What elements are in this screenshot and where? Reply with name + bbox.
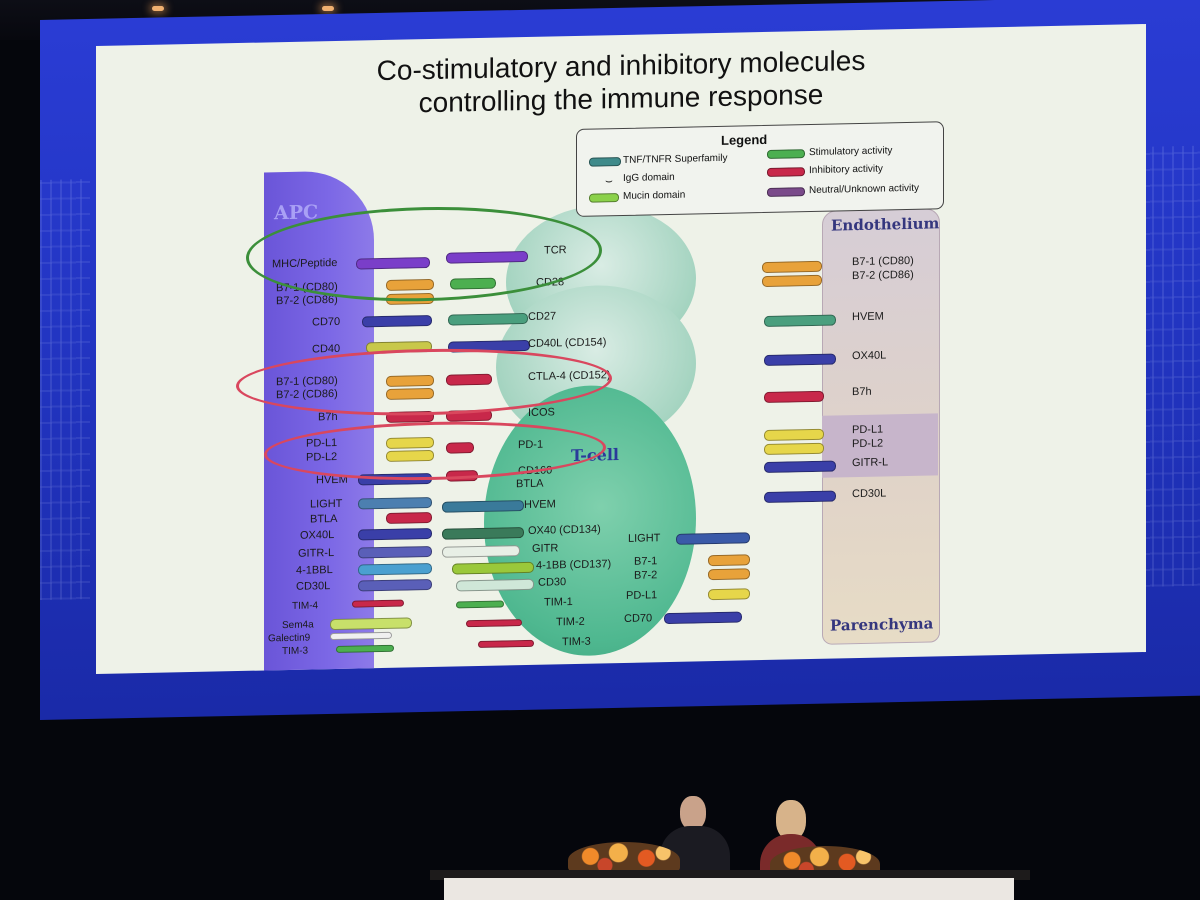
cd30-bar	[456, 578, 534, 592]
endothelium-label: Endothelium	[831, 214, 940, 235]
legend-title: Legend	[721, 131, 768, 148]
tnf-swatch	[589, 157, 621, 167]
light-bar	[358, 496, 432, 510]
tcell-label-cd40l: CD40L (CD154)	[528, 336, 607, 350]
inner-b71-bar	[708, 554, 750, 567]
tcell-label-btla: BTLA	[516, 477, 544, 491]
galectin9-bar	[330, 631, 392, 641]
endo-b71-bar	[762, 260, 822, 274]
endo-gitrl-bar	[764, 460, 836, 474]
endo-label-hvem: HVEM	[852, 310, 884, 324]
41bb-bar	[452, 561, 534, 575]
endo-label-pdl2: PD-L2	[852, 437, 884, 451]
apc-label-ox40l: OX40L	[300, 529, 335, 542]
presenter-female-head	[776, 800, 806, 840]
legend-item-igg: IgG domain	[623, 171, 675, 184]
cd27-bar	[448, 312, 528, 326]
legend-item-stimulatory: Stimulatory activity	[809, 145, 893, 159]
apc-label-btla: BTLA	[310, 512, 338, 526]
legend-item-mucin: Mucin domain	[623, 189, 686, 202]
legend-box: Legend TNF/TNFR Superfamily ⌣ IgG domain…	[576, 121, 944, 217]
tcell-label-cd30: CD30	[538, 576, 567, 589]
hvem-t-bar	[442, 500, 524, 513]
apc-label-cd70: CD70	[312, 315, 341, 329]
sem4a-bar	[330, 617, 412, 631]
41bbl-bar	[358, 562, 432, 576]
apc-label-sem4a: Sem4a	[282, 619, 314, 632]
presenter-male-head	[680, 796, 706, 830]
apc-label-light: LIGHT	[310, 497, 343, 511]
inner-label-b72: B7-2	[634, 569, 658, 582]
tim3-t-bar	[478, 639, 534, 648]
endo-label-b7h: B7h	[852, 385, 872, 399]
endo-label-cd30l: CD30L	[852, 487, 887, 501]
legend-item-inhibitory: Inhibitory activity	[809, 163, 883, 177]
tcell-label-icos: ICOS	[528, 406, 555, 419]
inner-label-pdl1: PD-L1	[626, 589, 658, 602]
screen-ornament-left	[40, 178, 90, 601]
apc-label-galectin9: Galectin9	[268, 632, 311, 645]
stimulatory-swatch	[767, 149, 805, 159]
mucin-swatch	[589, 193, 619, 203]
slide-title: Co-stimulatory and inhibitory molecules …	[96, 38, 1146, 126]
tcell-label-cd27: CD27	[528, 310, 557, 323]
inner-pdl1-bar	[708, 588, 750, 601]
tim1-bar	[456, 600, 504, 609]
btla-bar	[386, 511, 432, 524]
endo-b7h-bar	[764, 390, 824, 404]
endo-cd30l-bar	[764, 490, 836, 504]
screen-ornament-right	[1142, 145, 1200, 587]
endo-label-b71: B7-1 (CD80)	[852, 254, 914, 269]
legend-item-neutral: Neutral/Unknown activity	[809, 182, 920, 197]
inner-cd70-bar	[664, 611, 742, 625]
presenter-male	[660, 796, 730, 876]
tcell-label-ox40: OX40 (CD134)	[528, 523, 601, 537]
desk-top	[430, 870, 1030, 880]
igg-symbol: ⌣	[605, 173, 613, 188]
ceiling-light	[322, 6, 334, 11]
endo-b72-bar	[762, 274, 822, 288]
cd70-bar	[362, 314, 432, 328]
stage-desk	[444, 878, 1014, 900]
parenchyma-label: Parenchyma	[830, 614, 934, 635]
apc-label-tim4: TIM-4	[292, 600, 319, 612]
inner-label-cd70: CD70	[624, 612, 653, 625]
tcell-label-tim2: TIM-2	[556, 615, 585, 629]
endo-pdl2-bar	[764, 442, 824, 456]
inner-label-light: LIGHT	[628, 532, 661, 545]
inhibitory-swatch	[767, 167, 805, 177]
tcell-label-41bb: 4-1BB (CD137)	[536, 558, 612, 572]
apc-label-tim3: TIM-3	[282, 645, 309, 658]
ox40l-bar	[358, 527, 432, 541]
endo-hvem-bar	[764, 314, 836, 328]
apc-label-cd30l: CD30L	[296, 580, 331, 593]
tcell-label-tim1: TIM-1	[544, 596, 573, 609]
tcell-label-tim3: TIM-3	[562, 635, 591, 649]
cd30l-bar	[358, 578, 432, 592]
endo-label-ox40l: OX40L	[852, 349, 887, 363]
legend-item-tnf: TNF/TNFR Superfamily	[623, 152, 728, 166]
gitrl-bar	[358, 545, 432, 559]
tim2-bar	[466, 619, 522, 628]
ceiling-light	[152, 6, 164, 11]
tim4-bar	[352, 599, 404, 608]
gitr-bar	[442, 545, 520, 558]
apc-label-41bbl: 4-1BBL	[296, 564, 333, 577]
tcell-label-hvem: HVEM	[524, 498, 556, 512]
endo-label-b72: B7-2 (CD86)	[852, 268, 914, 283]
apc-label-cd40: CD40	[312, 342, 341, 356]
neutral-swatch	[767, 187, 805, 197]
ox40-bar	[442, 527, 524, 540]
apc-label-gitrl: GITR-L	[298, 547, 335, 560]
presentation-slide: Co-stimulatory and inhibitory molecules …	[96, 24, 1146, 675]
tcell-label-gitr: GITR	[532, 542, 559, 555]
inner-b72-bar	[708, 568, 750, 581]
tim3-apc-bar	[336, 644, 394, 653]
endo-pdl1-bar	[764, 428, 824, 442]
endo-ox40l-bar	[764, 353, 836, 367]
inner-label-b71: B7-1	[634, 555, 658, 568]
inner-light-bar	[676, 532, 750, 545]
endo-label-gitrl: GITR-L	[852, 456, 889, 470]
endo-label-pdl1: PD-L1	[852, 423, 884, 437]
